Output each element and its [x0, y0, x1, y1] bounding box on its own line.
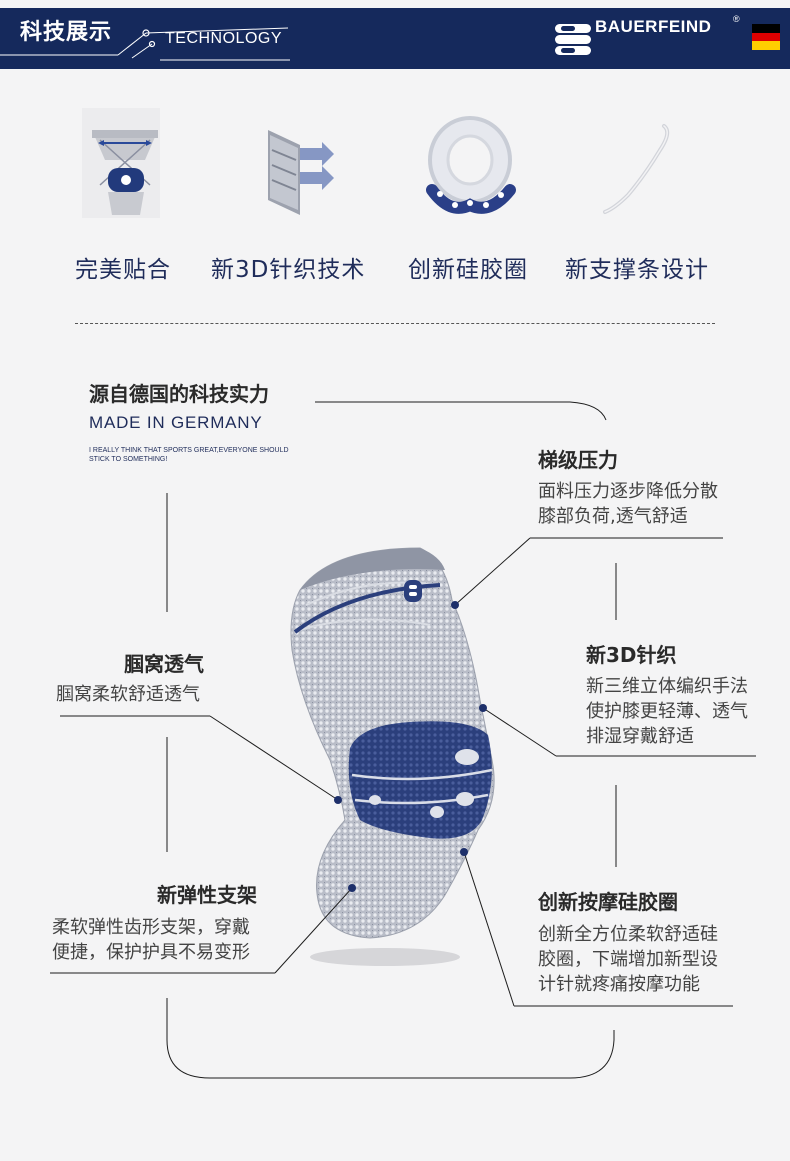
knee-fit-icon	[82, 108, 160, 218]
callout-elastic-desc: 柔软弹性齿形支架，穿戴 便捷，保护护具不易变形	[52, 917, 250, 963]
brand-reg-mark: ®	[733, 14, 740, 24]
callout-connector-lines	[50, 401, 756, 1079]
callout-germany-subtitle: MADE IN GERMANY	[89, 413, 263, 432]
callout-3d-knit-desc: 新三维立体编织手法 使护膝更轻薄、透气 排湿穿戴舒适	[586, 676, 748, 747]
callout-pressure-desc: 面料压力逐步降低分散 膝部负荷,透气舒适	[538, 481, 718, 527]
callout-popliteal-desc: 腘窝柔软舒适透气	[56, 684, 200, 705]
callout-pressure-title: 梯级压力	[538, 448, 618, 472]
callout-germany-tagline: I REALLY THINK THAT SPORTS GREAT,EVERYON…	[89, 447, 289, 463]
3d-knit-icon	[268, 130, 334, 215]
callout-massage-desc: 创新全方位柔软舒适硅 胶圈，下端增加新型设 计针就疼痛按摩功能	[538, 924, 718, 995]
callout-popliteal-title: 腘窝透气	[124, 652, 204, 676]
callout-3d-knit-title: 新3D针织	[586, 643, 677, 667]
feature-label-support: 新支撑条设计	[565, 257, 709, 283]
callout-germany-title: 源自德国的科技实力	[89, 382, 269, 406]
support-stay-icon	[603, 124, 670, 214]
callout-massage-title: 创新按摩硅胶圈	[538, 890, 678, 914]
silicone-ring-icon	[426, 116, 516, 214]
header-decoration	[0, 27, 290, 61]
feature-label-silicone: 创新硅胶圈	[408, 257, 528, 283]
feature-icons	[82, 108, 670, 218]
feature-label-fit: 完美贴合	[75, 257, 171, 283]
section-divider	[75, 323, 715, 324]
brace-shadow	[310, 948, 460, 966]
header-title-en: TECHNOLOGY	[165, 30, 283, 47]
header-bar	[0, 8, 790, 69]
header-title-cn: 科技展示	[20, 20, 113, 45]
germany-flag-icon	[752, 24, 780, 50]
feature-label-3d-knit: 新3D针织技术	[211, 257, 366, 283]
brand-name: BAUERFEIND	[595, 17, 712, 36]
callout-elastic-title: 新弹性支架	[157, 883, 257, 907]
brand-logo-icon	[555, 24, 591, 55]
